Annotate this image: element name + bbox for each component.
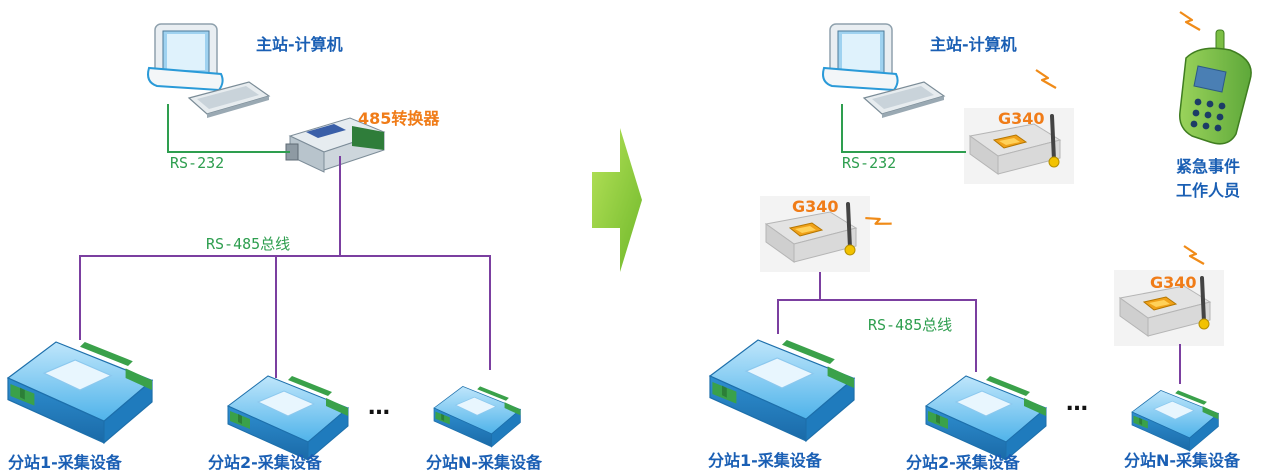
left-master-label: 主站-计算机 bbox=[256, 35, 343, 54]
left-stationN-label: 分站N-采集设备 bbox=[426, 453, 543, 472]
left-station1-device-icon bbox=[7, 341, 153, 444]
bus-g340-label: G340 bbox=[792, 197, 839, 216]
left-converter-label: 485转换器 bbox=[358, 109, 440, 128]
left-bus-line bbox=[79, 255, 491, 370]
left-ellipsis: … bbox=[368, 395, 390, 420]
right-rs232-label: RS-232 bbox=[842, 154, 896, 172]
right-bus-line bbox=[777, 299, 977, 372]
right-master-computer-icon bbox=[822, 23, 945, 119]
emergency-line1: 紧急事件 bbox=[1176, 157, 1240, 176]
right-ellipsis: … bbox=[1066, 391, 1088, 416]
right-bus-label: RS-485总线 bbox=[868, 316, 952, 334]
right-network: 主站-计算机 G340 RS-232 紧急事件 工作人员 G340 bbox=[708, 10, 1252, 472]
left-rs232-line bbox=[167, 104, 290, 153]
left-rs232-label: RS-232 bbox=[170, 154, 224, 172]
right-station2-label: 分站2-采集设备 bbox=[906, 453, 1021, 472]
transition-arrow-icon bbox=[592, 128, 642, 272]
left-station2-label: 分站2-采集设备 bbox=[208, 453, 323, 472]
left-stationN-device-icon bbox=[433, 386, 521, 448]
rs485-converter-icon bbox=[285, 117, 386, 173]
right-stationN-device-icon bbox=[1131, 390, 1219, 452]
right-master-label: 主站-计算机 bbox=[930, 35, 1017, 54]
right-station2-device-icon bbox=[925, 375, 1047, 461]
emergency-line2: 工作人员 bbox=[1176, 181, 1240, 200]
left-network: 主站-计算机 485转换器 RS-232 RS-485总线 … 分站1-采集设备… bbox=[7, 23, 543, 472]
right-rs232-line bbox=[841, 104, 966, 153]
left-station2-device-icon bbox=[227, 375, 349, 461]
master-signal-icon bbox=[1034, 68, 1058, 90]
mobile-phone-icon bbox=[1179, 29, 1252, 145]
left-bus-label: RS-485总线 bbox=[206, 235, 290, 253]
master-computer-icon bbox=[147, 23, 270, 119]
stationN-g340-label: G340 bbox=[1150, 273, 1197, 292]
right-stationN-label: 分站N-采集设备 bbox=[1124, 451, 1241, 470]
phone-signal-icon bbox=[1178, 10, 1202, 32]
right-station1-label: 分站1-采集设备 bbox=[708, 451, 823, 470]
master-g340-label: G340 bbox=[998, 109, 1045, 128]
left-station1-label: 分站1-采集设备 bbox=[8, 453, 123, 472]
stationN-signal-icon bbox=[1182, 244, 1206, 266]
right-station1-device-icon bbox=[709, 339, 855, 442]
